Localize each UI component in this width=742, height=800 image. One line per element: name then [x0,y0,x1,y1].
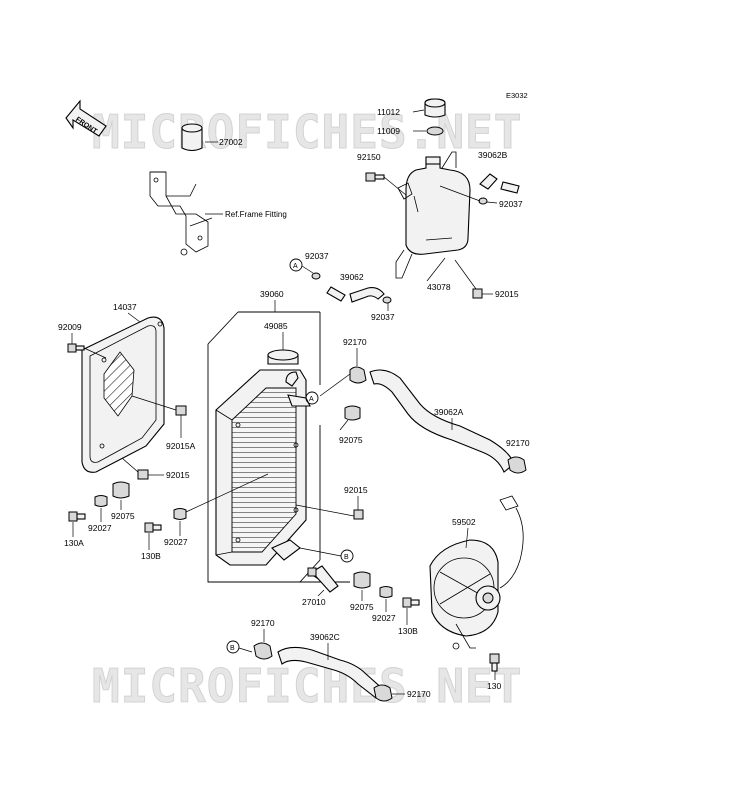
part-label-92015-b: 92015 [166,470,190,480]
breather-hose-39062b [479,173,520,194]
bolt-130a [68,511,86,522]
part-label-92037-c: 92037 [371,312,395,322]
radiator-screen [81,316,165,473]
hose-clamp-92170-upper [349,366,367,384]
part-label-92009: 92009 [58,322,82,332]
clip-92015-radiator [353,509,364,520]
tank-mount-bolt [365,172,385,182]
diagram-code: E3032 [506,91,528,100]
callout-a-radiator: A [309,396,314,403]
part-label-92015a: 92015A [166,441,196,451]
callout-b-right: B [344,554,349,561]
clip-92015a [175,405,187,416]
part-label-39060: 39060 [260,289,284,299]
part-label-92037-a: 92037 [499,199,523,209]
part-label-59502: 59502 [452,517,476,527]
callout-b-lower: B [230,645,235,652]
part-label-92170-c: 92170 [251,618,275,628]
part-label-14037: 14037 [113,302,137,312]
part-label-92027-a: 92027 [88,523,112,533]
reserve-tank-cap [424,98,446,118]
callout-a-circle-top [289,258,303,272]
part-label-92027-b: 92027 [164,537,188,547]
hose-clamp-92037-a [311,272,321,280]
part-label-27010: 27010 [302,597,326,607]
hose-clamp-92170-right [507,456,527,474]
grommet-92075-lower-left [112,481,130,499]
watermark-bottom: MICROFICHES.NET [92,659,522,713]
part-label-39062c: 39062C [310,632,340,642]
watermark-top: MICROFICHES.NET [92,105,522,159]
collar-92027-lower [379,586,393,598]
cap-gasket [426,126,444,136]
part-label-92170-a: 92170 [343,337,367,347]
radiator-core [215,369,331,585]
callout-a-top: A [293,263,298,270]
part-label-92037-b: 92037 [305,251,329,261]
part-label-130b-b: 130B [398,626,418,636]
bolt-130 [489,653,500,672]
part-label-11009: 11009 [377,126,400,136]
collar-92027-left [94,495,108,507]
callout-b-circle-lower [226,640,240,654]
part-label-27002: 27002 [219,137,243,147]
part-label-92075-c: 92075 [350,602,374,612]
bolt-130b-left [144,522,162,533]
clip-92015-screen [137,469,149,480]
part-label-39062: 39062 [340,272,364,282]
hose-clamp-92037-upper [478,197,488,205]
part-label-49085: 49085 [264,321,288,331]
part-label-43078: 43078 [427,282,451,292]
grommet-92075-upper [344,405,361,421]
radiator-cap [267,349,299,365]
radiator-hose-39062a [369,369,515,473]
hose-clamp-92170-lower-right [373,684,393,702]
part-label-11012: 11012 [377,107,400,117]
part-label-39062b: 39062B [478,150,508,160]
overflow-hose-39062 [326,286,385,303]
temperature-switch [307,565,339,593]
part-label-92015-c: 92015 [344,485,368,495]
coolant-reserve-tank [395,151,471,279]
radiator-group-box [207,344,350,583]
radiator-bracket [149,123,213,256]
part-label-92150: 92150 [357,152,381,162]
part-label-92170-d: 92170 [407,689,431,699]
part-label-92015-a: 92015 [495,289,519,299]
part-label-92027-c: 92027 [372,613,396,623]
part-label-130: 130 [487,681,501,691]
part-label-92075-b: 92075 [111,511,135,521]
part-label-39062a: 39062A [434,407,464,417]
part-label-130a: 130A [64,538,84,548]
part-label-130b-a: 130B [141,551,161,561]
hose-clamp-92170-lower-left [253,642,273,660]
clip-92015-tank [472,288,483,299]
radiator-fan [429,495,524,650]
part-label-92170-b: 92170 [506,438,530,448]
grommet-92075-lower [353,571,371,589]
ref-frame-fitting: Ref.Frame Fitting [225,210,287,219]
collar-92027-middle [173,508,187,520]
bolt-130b-right [402,597,420,608]
callout-a-circle-radiator [305,391,319,405]
part-label-92075-a: 92075 [339,435,363,445]
hose-clamp-92037-b [382,296,392,304]
